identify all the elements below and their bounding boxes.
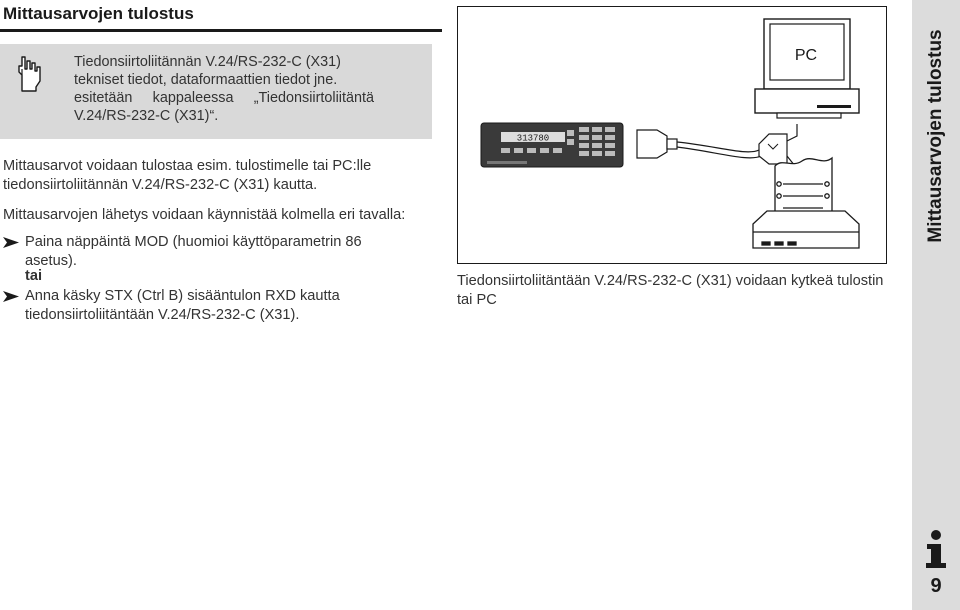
note-line-1: Tiedonsiirtoliitännän V.24/RS-232-C (X31…	[74, 54, 341, 70]
printer	[752, 156, 860, 249]
paragraph-print-intro: Mittausarvot voidaan tulostaa esim. tulo…	[3, 158, 372, 193]
step-text: Paina näppäintä MOD (huomioi käyttöparam…	[25, 234, 362, 269]
sidebar-title: Mittausarvojen tulostus	[925, 29, 946, 243]
figure-caption: Tiedonsiirtoliitäntään V.24/RS-232-C (X3…	[457, 273, 884, 308]
pointing-hand-icon	[18, 56, 41, 92]
arrow-bullet-icon	[3, 291, 19, 302]
note-line-4: V.24/RS-232-C (X31)“.	[74, 108, 219, 124]
page-number: 9	[930, 575, 942, 597]
arrow-bullet-icon	[3, 237, 19, 248]
title-rule	[0, 29, 442, 32]
display-unit: 313780	[480, 122, 624, 168]
note-text: Tiedonsiirtoliitännän V.24/RS-232-C (X31…	[74, 53, 404, 125]
or-label: tai	[25, 268, 43, 284]
display-readout: 313780	[517, 134, 549, 144]
info-icon	[926, 530, 946, 568]
page-title: Mittausarvojen tulostus	[3, 4, 194, 23]
pc-label: PC	[795, 47, 817, 64]
step-text: Anna käsky STX (Ctrl B) sisääntulon RXD …	[25, 288, 340, 323]
note-box	[0, 44, 432, 139]
note-line-2: tekniset tiedot, dataformaattien tiedot …	[74, 72, 338, 88]
pc-computer: PC	[754, 18, 860, 119]
paragraph-methods: Mittausarvojen lähetys voidaan käynnistä…	[3, 207, 406, 223]
chapter-sidebar	[912, 0, 960, 610]
connection-diagram: 313780 PC	[457, 6, 887, 264]
